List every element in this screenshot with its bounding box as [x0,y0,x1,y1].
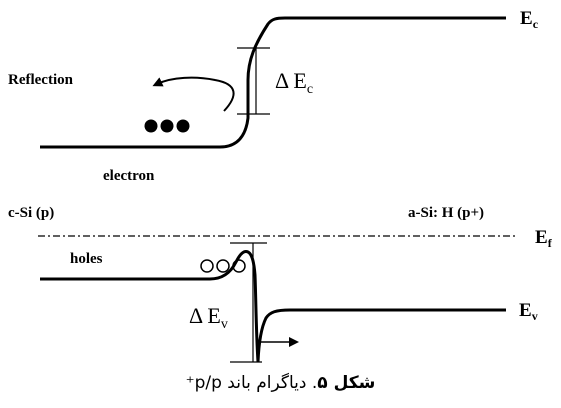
electron-dot [176,119,190,133]
delta-ev-label: Δ Ev [189,303,228,332]
hole-circle [232,259,246,273]
hole-circle [216,259,230,273]
electron-dot [144,119,158,133]
hole-circle [200,259,214,273]
valence-band-line [40,250,506,363]
caption-text: . دیاگرام باند p/p⁺ [185,373,318,393]
csi-label: c-Si (p) [8,205,54,221]
ev-label: Ev [519,300,538,323]
holes-label: holes [70,251,103,267]
ec-label: Ec [520,8,539,31]
conduction-band-line [40,16,506,149]
electron-dot [160,119,174,133]
figure-caption: شکل ۵. دیاگرام باند p/p⁺ [0,373,561,393]
ef-label: Ef [535,227,553,250]
caption-bold: شکل ۵ [317,373,376,393]
electron-label: electron [103,168,155,184]
asi-label: a-Si: H (p+) [408,205,484,221]
reflection-arrow [152,76,235,112]
reflection-label: Reflection [8,72,74,88]
delta-ec-label: Δ Ec [275,68,313,97]
